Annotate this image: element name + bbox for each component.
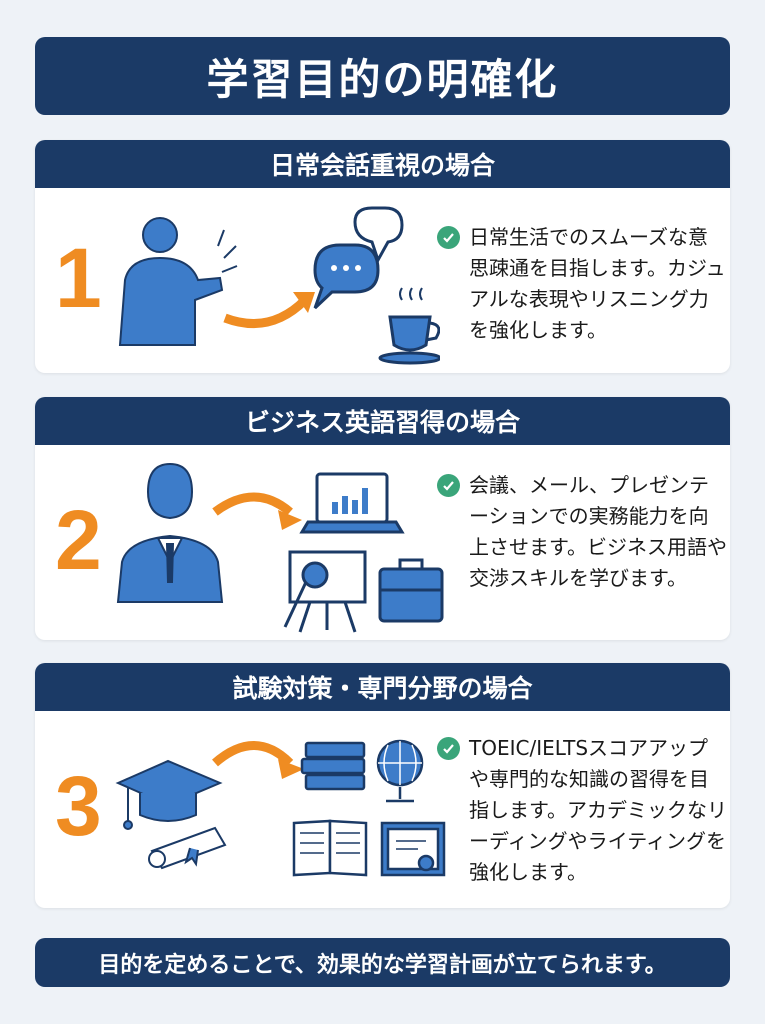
section-number: 2 <box>55 493 102 587</box>
description-text: 日常生活でのスムーズな意思疎通を目指します。カジュアルな表現やリスニング力を強化… <box>469 225 726 342</box>
business-illustration <box>116 462 444 633</box>
section-heading: 日常会話重視の場合 <box>35 140 730 188</box>
graduation-cap-icon <box>115 759 223 830</box>
daily-conversation-illustration <box>118 206 440 365</box>
certificate-icon <box>380 821 446 877</box>
description-text: 会議、メール、プレゼンテーションでの実務能力を向上させます。ビジネス用語や交渉ス… <box>469 473 727 590</box>
globe-icon <box>376 739 424 803</box>
coffee-cup-icon <box>378 287 440 365</box>
open-book-icon <box>292 819 368 877</box>
section-number: 1 <box>55 231 102 325</box>
check-icon <box>437 474 460 497</box>
section-description: 日常生活でのスムーズな意思疎通を目指します。カジュアルな表現やリスニング力を強化… <box>437 222 727 346</box>
speaking-person-icon <box>118 217 238 346</box>
description-text: TOEIC/IELTSスコアアップや専門的な知識の習得を目指します。アカデミック… <box>469 736 727 884</box>
businessman-icon <box>116 462 224 603</box>
diploma-icon <box>148 826 227 870</box>
speech-bubbles-icon <box>313 206 404 310</box>
page-title: 学習目的の明確化 <box>35 37 730 115</box>
check-icon <box>437 226 460 249</box>
check-icon <box>437 737 460 760</box>
presentation-board-icon <box>283 550 367 633</box>
arrow-icon <box>212 492 293 516</box>
books-icon <box>300 741 366 791</box>
arrow-icon <box>223 296 309 329</box>
section-description: 会議、メール、プレゼンテーションでの実務能力を向上させます。ビジネス用語や交渉ス… <box>437 470 727 594</box>
arrow-icon <box>212 741 294 767</box>
section-heading: 試験対策・専門分野の場合 <box>35 663 730 711</box>
section-exam-specialized: 試験対策・専門分野の場合 3 <box>35 663 730 908</box>
section-business-english: ビジネス英語習得の場合 2 会議、メール、プレゼンテーションでの <box>35 397 730 640</box>
footer-summary: 目的を定めることで、効果的な学習計画が立てられます。 <box>35 938 730 987</box>
laptop-chart-icon <box>299 472 405 534</box>
briefcase-icon <box>378 558 444 623</box>
section-daily-conversation: 日常会話重視の場合 1 日常生活でのスムーズな意思疎通を目指します。カジュアルな… <box>35 140 730 373</box>
exam-illustration <box>115 739 446 877</box>
section-description: TOEIC/IELTSスコアアップや専門的な知識の習得を目指します。アカデミック… <box>437 733 727 888</box>
section-heading: ビジネス英語習得の場合 <box>35 397 730 445</box>
section-number: 3 <box>55 759 102 853</box>
